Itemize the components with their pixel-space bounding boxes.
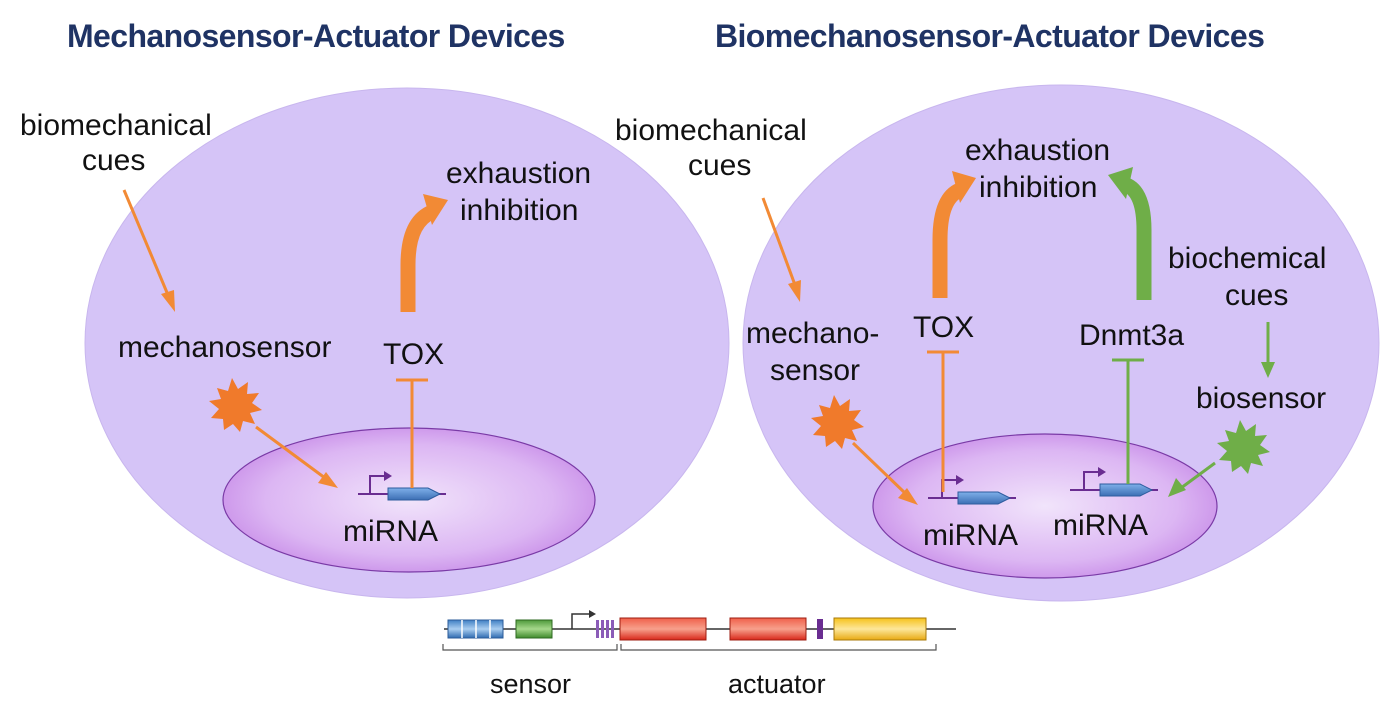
actuator-bracket — [620, 644, 937, 651]
right-outcome-line1: exhaustion — [965, 134, 1110, 167]
left-target-label: TOX — [383, 338, 444, 371]
right-tox-repression-line — [927, 350, 959, 492]
actuator-yellow-block — [833, 617, 927, 641]
actuator-purple-site — [817, 619, 823, 639]
right-nucleus — [872, 433, 1218, 579]
right-biosensor-label: biosensor — [1196, 382, 1326, 415]
right-mechanosensor-star-icon — [811, 395, 864, 449]
right-biocue-line1: biochemical — [1168, 242, 1326, 275]
left-mirna-gene-icon — [358, 471, 446, 501]
left-gene-label: miRNA — [343, 515, 438, 548]
right-gene2-label: miRNA — [1053, 509, 1148, 542]
right-panel-title: Biomechanosensor-Actuator Devices — [715, 18, 1264, 54]
right-mirna-gene1-icon — [928, 475, 1016, 505]
sensor-bracket — [442, 644, 618, 651]
left-cell: biomechanical cues mechanosensor miRNA — [20, 87, 730, 599]
left-outcome-line1: exhaustion — [446, 157, 591, 190]
right-sensor-to-gene1-arrow — [851, 441, 918, 505]
actuator-red-block-1 — [619, 617, 707, 641]
right-gene1-label: miRNA — [923, 519, 1018, 552]
right-target1-label: TOX — [913, 311, 974, 344]
right-sensor-label-line1: mechano- — [746, 317, 879, 350]
genetic-construct: sensor actuator — [442, 610, 956, 699]
actuator-red-block-2 — [729, 617, 807, 641]
right-cell: biomechanical cues mechano- sensor miRNA — [615, 84, 1380, 602]
right-outcome-line2: inhibition — [979, 171, 1097, 204]
right-biocue-line2: cues — [1225, 279, 1288, 312]
left-outcome-line2: inhibition — [460, 194, 578, 227]
right-biosensor-to-gene2-arrow — [1168, 461, 1216, 497]
right-tox-outcome-arrow — [932, 171, 976, 298]
right-biosensor-star-icon — [1217, 420, 1270, 474]
right-dnmt3a-outcome-arrow — [1108, 167, 1152, 300]
left-sensor-label: mechanosensor — [118, 331, 331, 364]
left-repression-line — [396, 378, 428, 488]
right-dnmt3a-repression-line — [1112, 358, 1144, 484]
construct-sensor-label: sensor — [490, 669, 571, 699]
right-biocue-arrow — [1261, 322, 1275, 378]
right-cue-label-line2: cues — [688, 149, 751, 182]
left-sensor-to-gene-arrow — [255, 425, 338, 488]
left-cue-label-line2: cues — [82, 144, 145, 177]
right-sensor-label-line2: sensor — [770, 354, 860, 387]
right-mirna-gene2-icon — [1070, 467, 1158, 497]
construct-purple-sites — [596, 620, 614, 638]
left-outcome-arrow — [400, 194, 448, 312]
right-target2-label: Dnmt3a — [1079, 319, 1184, 352]
left-cue-arrow — [122, 189, 175, 312]
left-mechanosensor-star-icon — [209, 378, 262, 432]
left-cue-label-line1: biomechanical — [20, 109, 212, 142]
construct-promoter-icon — [571, 610, 596, 629]
sensor-green-block — [515, 619, 553, 639]
construct-actuator-label: actuator — [728, 669, 826, 699]
sensor-binding-sites-block — [447, 619, 504, 639]
right-cue-arrow — [761, 197, 801, 302]
right-cue-label-line1: biomechanical — [615, 114, 807, 147]
left-panel-title: Mechanosensor-Actuator Devices — [67, 18, 565, 54]
